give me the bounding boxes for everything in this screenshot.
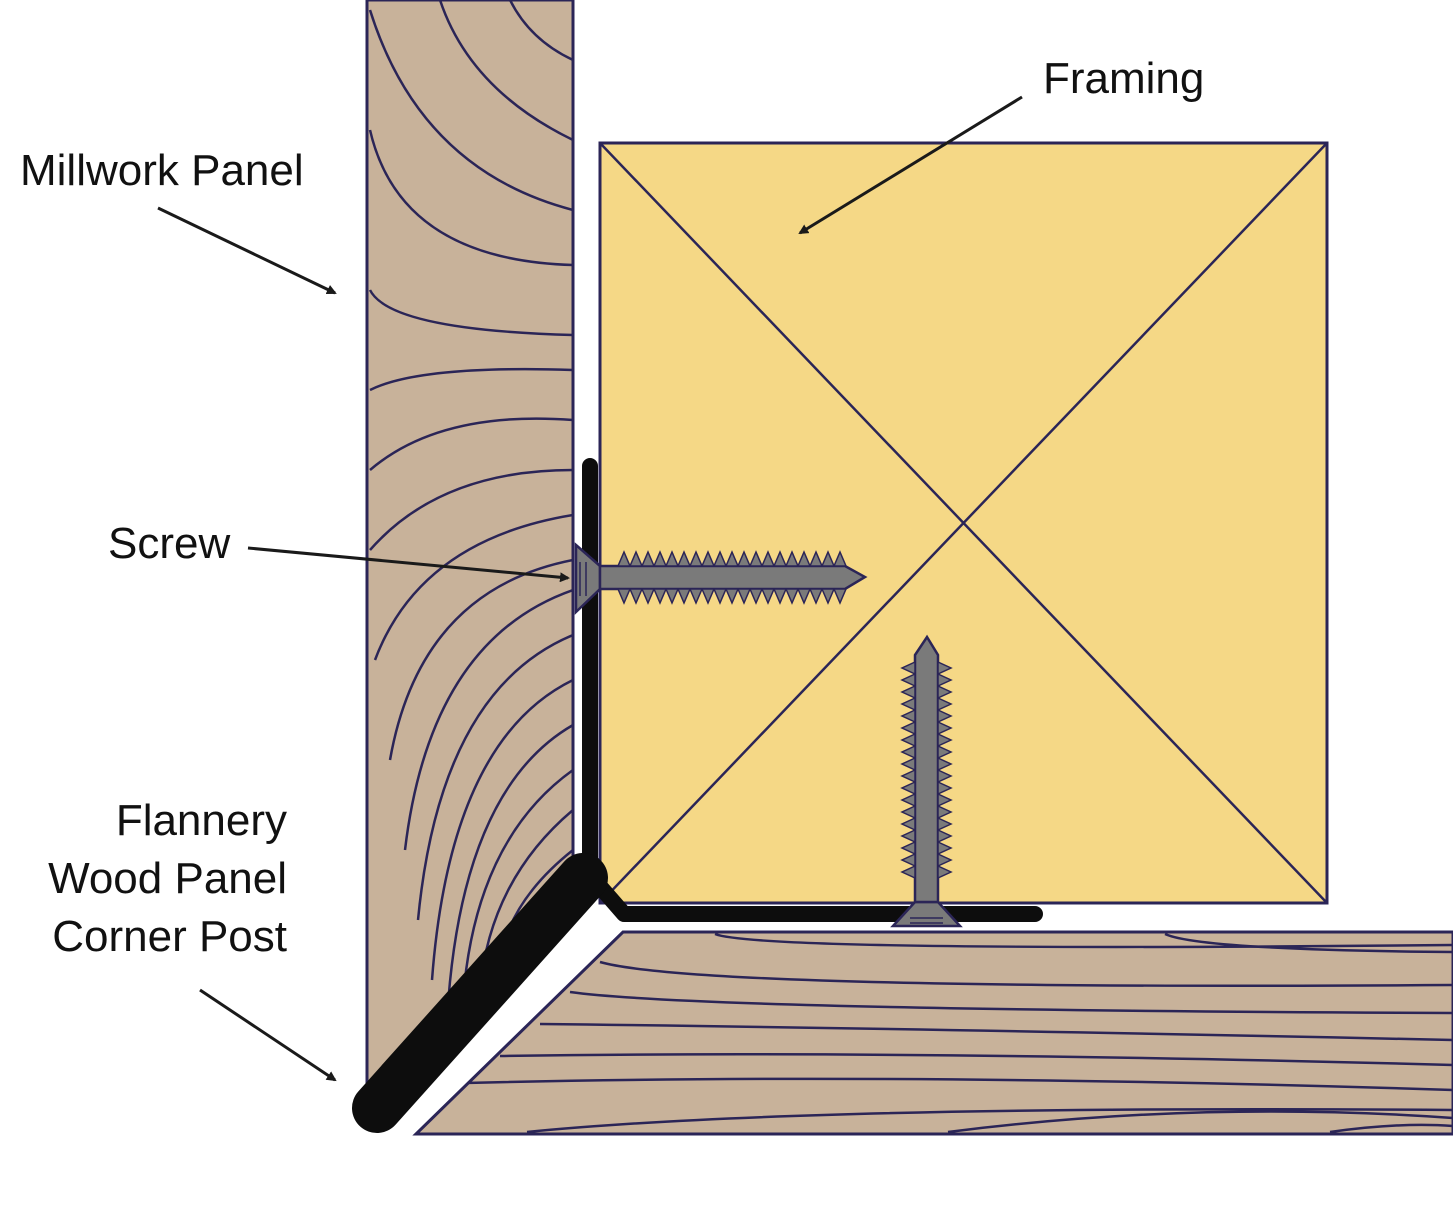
screw-arrow (247, 546, 570, 583)
screw-thread (808, 550, 824, 567)
screw-thread (688, 588, 704, 605)
corner-post-label-line2: Wood Panel (48, 854, 287, 903)
screw-thread (900, 840, 916, 856)
screw-thread (900, 804, 916, 820)
corner-post (352, 458, 1043, 1133)
screw-thread (900, 780, 916, 796)
screw-thread (664, 550, 680, 567)
screw-thread (748, 550, 764, 567)
horizontal-screw (574, 542, 868, 615)
corner-post-label-line3: Corner Post (52, 912, 287, 961)
screw-thread (937, 852, 953, 868)
screw-thread (616, 588, 632, 605)
screw-thread (616, 550, 632, 567)
screw-thread (937, 684, 953, 700)
corner-post-label: Flannery Wood Panel Corner Post (48, 792, 287, 966)
horizontal-screw-shank (598, 564, 868, 591)
screw-thread (900, 672, 916, 688)
screw-thread (688, 550, 704, 567)
screw-thread (628, 588, 644, 605)
screw-thread (796, 550, 812, 567)
screw-thread (640, 588, 656, 605)
screw-thread (937, 828, 953, 844)
screw-thread (784, 588, 800, 605)
screw-thread (900, 708, 916, 724)
screw-thread (937, 768, 953, 784)
corner-post-arrow (199, 988, 337, 1082)
screw-thread (937, 708, 953, 724)
screw-thread (900, 864, 916, 880)
screw-thread (652, 550, 668, 567)
screw-thread (937, 720, 953, 736)
screw-thread (676, 550, 692, 567)
screw-thread (700, 550, 716, 567)
vertical-screw-threads (900, 660, 953, 880)
screw-thread (772, 550, 788, 567)
screw-thread (628, 550, 644, 567)
screw-thread (900, 696, 916, 712)
screw-thread (760, 588, 776, 605)
screw-thread (712, 550, 728, 567)
screw-thread (832, 550, 848, 567)
screw-thread (712, 588, 728, 605)
millwork-panel-label: Millwork Panel (20, 146, 304, 195)
screw-thread (937, 780, 953, 796)
screw-thread (700, 588, 716, 605)
screw-thread (937, 804, 953, 820)
screw-thread (900, 852, 916, 868)
framing-arrow (798, 95, 1023, 235)
screw-thread (760, 550, 776, 567)
screw-thread (724, 588, 740, 605)
screw-thread (937, 744, 953, 760)
screw-thread (724, 550, 740, 567)
screw-thread (664, 588, 680, 605)
screw-thread (900, 732, 916, 748)
floor-wood-grain (464, 932, 1453, 1134)
screw-thread (900, 720, 916, 736)
screw-thread (676, 588, 692, 605)
screw-thread (937, 756, 953, 772)
screw-thread (900, 744, 916, 760)
screw-thread (937, 864, 953, 880)
screw-thread (736, 550, 752, 567)
screw-thread (900, 756, 916, 772)
screw-thread (937, 840, 953, 856)
screw-label: Screw (108, 519, 231, 568)
screw-thread (772, 588, 788, 605)
screw-thread (748, 588, 764, 605)
millwork-arrow (157, 206, 337, 295)
screw-thread (900, 828, 916, 844)
floor-panel (412, 930, 1453, 1136)
screw-thread (900, 816, 916, 832)
screw-thread (652, 588, 668, 605)
vertical-screw-shank (913, 634, 940, 904)
screw-thread (937, 696, 953, 712)
screw-thread (937, 732, 953, 748)
horizontal-screw-threads (616, 550, 848, 605)
screw-thread (900, 792, 916, 808)
screw-thread (937, 816, 953, 832)
screw-thread (808, 588, 824, 605)
screw-thread (736, 588, 752, 605)
screw-thread (900, 684, 916, 700)
screw-thread (937, 672, 953, 688)
vertical-screw (890, 634, 963, 928)
screw-thread (937, 792, 953, 808)
millwork-panel (365, 0, 575, 1089)
screw-thread (900, 768, 916, 784)
screw-thread (784, 550, 800, 567)
screw-thread (900, 660, 916, 676)
framing-block (598, 141, 1329, 905)
framing-label: Framing (1043, 54, 1205, 103)
screw-thread (937, 660, 953, 676)
corner-post-label-line1: Flannery (115, 796, 287, 845)
screw-thread (820, 588, 836, 605)
screw-thread (820, 550, 836, 567)
screw-thread (832, 588, 848, 605)
screw-thread (796, 588, 812, 605)
screw-thread (640, 550, 656, 567)
